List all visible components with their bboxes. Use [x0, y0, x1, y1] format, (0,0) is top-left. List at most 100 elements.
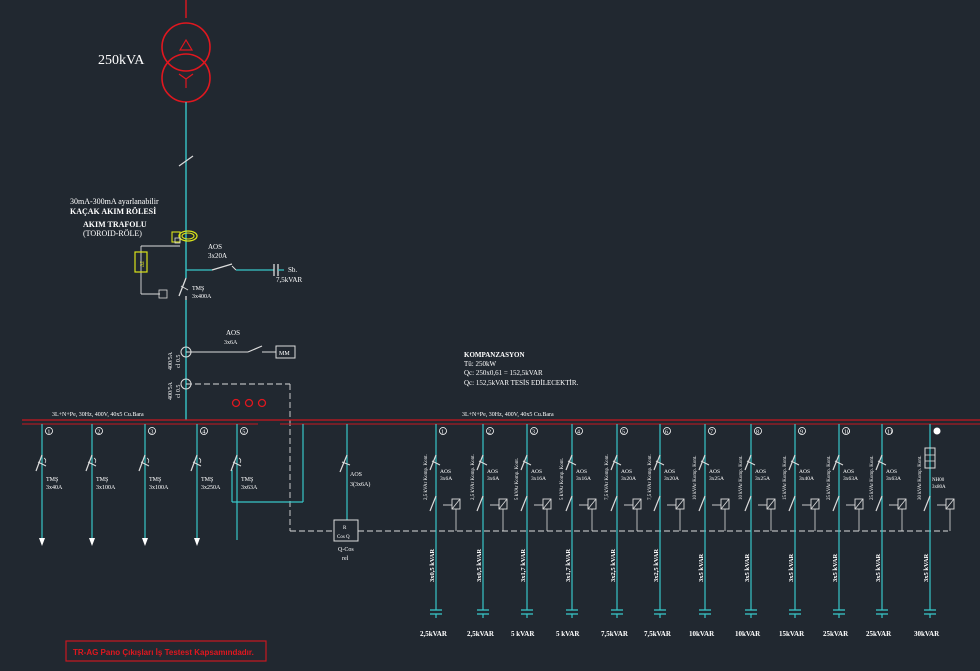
capacitor-bank-icon	[789, 609, 801, 618]
contactor-icon[interactable]	[923, 495, 955, 531]
feeder-number-icon	[933, 427, 941, 435]
contactor-icon[interactable]	[610, 495, 642, 531]
nh-rating: 3x80A	[932, 485, 946, 490]
cap-group-label: 3x1,7 kVAR	[520, 549, 527, 582]
aos-switch-icon[interactable]	[520, 454, 532, 471]
rcd-line4: (TOROID-RÖLE)	[83, 229, 142, 238]
transformer[interactable]	[161, 0, 211, 103]
contactor-icon[interactable]	[744, 495, 776, 531]
aos-label: AOS	[799, 469, 810, 475]
aos-rating: 3x6A	[440, 476, 452, 482]
contactor-icon[interactable]	[875, 495, 907, 531]
ct1-label: 400/5A	[168, 351, 174, 370]
tms-label: TMŞ	[241, 477, 253, 483]
capacitor-bank-icon	[833, 609, 845, 618]
arrow-down-icon	[89, 538, 95, 546]
aos-switch-icon[interactable]	[565, 454, 577, 471]
main-cap-label: Sb.	[288, 266, 297, 274]
aos-label: AOS	[531, 469, 542, 475]
cap-kvar: 7,5kVAR	[601, 630, 629, 638]
tms-label: TMŞ	[46, 477, 58, 483]
aos-switch-icon[interactable]	[653, 454, 665, 471]
main-aos-label: AOS	[208, 243, 222, 251]
cap-group-label: 3x2,5 kVAR	[610, 549, 617, 582]
tms-breaker-icon[interactable]	[35, 454, 47, 472]
contactor-icon[interactable]	[520, 495, 552, 531]
aos-label: AOS	[709, 469, 720, 475]
aos-label: AOS	[487, 469, 498, 475]
feeder-number-icon	[798, 427, 806, 435]
feeder-number-icon	[95, 427, 103, 435]
lamp-icon	[231, 398, 241, 408]
tms-rating: 3x250A	[201, 485, 221, 491]
cap-kvar: 5 kVAR	[556, 630, 580, 638]
note-box	[65, 640, 267, 662]
aos-switch-icon[interactable]	[698, 454, 710, 471]
cap-group-label: 3x1,7 kVAR	[565, 549, 572, 582]
komp-line2: Qc: 250x0,61 = 152,5kVAR	[464, 369, 543, 377]
contactor-icon[interactable]	[476, 495, 508, 531]
contactor-icon[interactable]	[788, 495, 820, 531]
cap-kvar: 5 kVAR	[511, 630, 535, 638]
contactor-icon[interactable]	[698, 495, 730, 531]
cap-number: 7	[710, 430, 713, 436]
contactor-icon[interactable]	[565, 495, 597, 531]
aos-label: AOS	[755, 469, 766, 475]
contactor-label: 7,5 kVAr Komp. Kont.	[605, 454, 610, 500]
tms-breaker-icon[interactable]	[85, 454, 97, 472]
aos-rating: 3x16A	[531, 476, 546, 482]
cap-number: 11	[887, 430, 893, 436]
tms-breaker-icon[interactable]	[138, 454, 150, 472]
aos-switch-icon[interactable]	[832, 454, 844, 471]
aos-switch-icon[interactable]	[476, 454, 488, 471]
aux-aos-switch-icon[interactable]	[247, 345, 263, 353]
aos-switch-icon[interactable]	[744, 454, 756, 471]
aos-label: AOS	[440, 469, 451, 475]
tms-breaker-icon[interactable]	[190, 454, 202, 472]
arrow-down-icon	[39, 538, 45, 546]
cap-number: 2	[488, 430, 491, 436]
aos-switch-icon[interactable]	[875, 454, 887, 471]
relay-aos-switch-icon[interactable]	[339, 454, 351, 473]
meter-icon[interactable]	[275, 345, 296, 359]
contactor-icon[interactable]	[653, 495, 685, 531]
cap-group-label: 3x5 kVAR	[698, 553, 705, 582]
relay-aos-rating: 3(3x6A)	[350, 481, 370, 488]
reactive-power-relay-icon[interactable]	[333, 519, 359, 542]
relay-sub2: rel	[342, 556, 349, 562]
meter-label: MM	[279, 351, 290, 357]
contactor-icon[interactable]	[429, 495, 461, 531]
capacitor-bank-icon	[745, 609, 757, 618]
contactor-icon[interactable]	[832, 495, 864, 531]
aos-switch-icon[interactable]	[788, 454, 800, 471]
cap-group-label: 3x5 kVAR	[923, 553, 930, 582]
bus-right-label: 3L+N+Pe, 30Hz, 400V, 40x5 Cu.Bara	[462, 412, 554, 418]
feeder-number: 2	[97, 430, 100, 436]
tms-label: TMŞ	[96, 477, 108, 483]
capacitor-bank-icon	[521, 609, 533, 618]
feeder-number-icon	[842, 427, 850, 435]
main-tms-label: TMŞ	[192, 286, 204, 292]
delta-winding-icon	[178, 38, 194, 51]
aos-switch-icon[interactable]	[610, 454, 622, 471]
contactor-label: 25 kVAr Komp. Kont.	[870, 456, 875, 501]
nh-fuse-switch-icon[interactable]	[924, 447, 936, 469]
tms-breaker-icon[interactable]	[230, 454, 242, 472]
main-tms-breaker[interactable]	[178, 277, 189, 300]
contactor-label: 5 kVAr Komp. Kont.	[515, 458, 520, 500]
aos-switch-icon[interactable]	[429, 454, 441, 471]
lamp-icon	[244, 398, 254, 408]
aos-switch-icon[interactable]	[211, 263, 233, 271]
feeder-number: 1	[47, 430, 50, 436]
cap-group-label: 3x5 kVAR	[832, 553, 839, 582]
komp-line1: Tü: 250kW	[464, 360, 496, 368]
komp-line3: Qc: 152,5kVAR TESİS EDİLECEKTİR.	[464, 379, 579, 387]
feeder-number-icon	[754, 427, 762, 435]
